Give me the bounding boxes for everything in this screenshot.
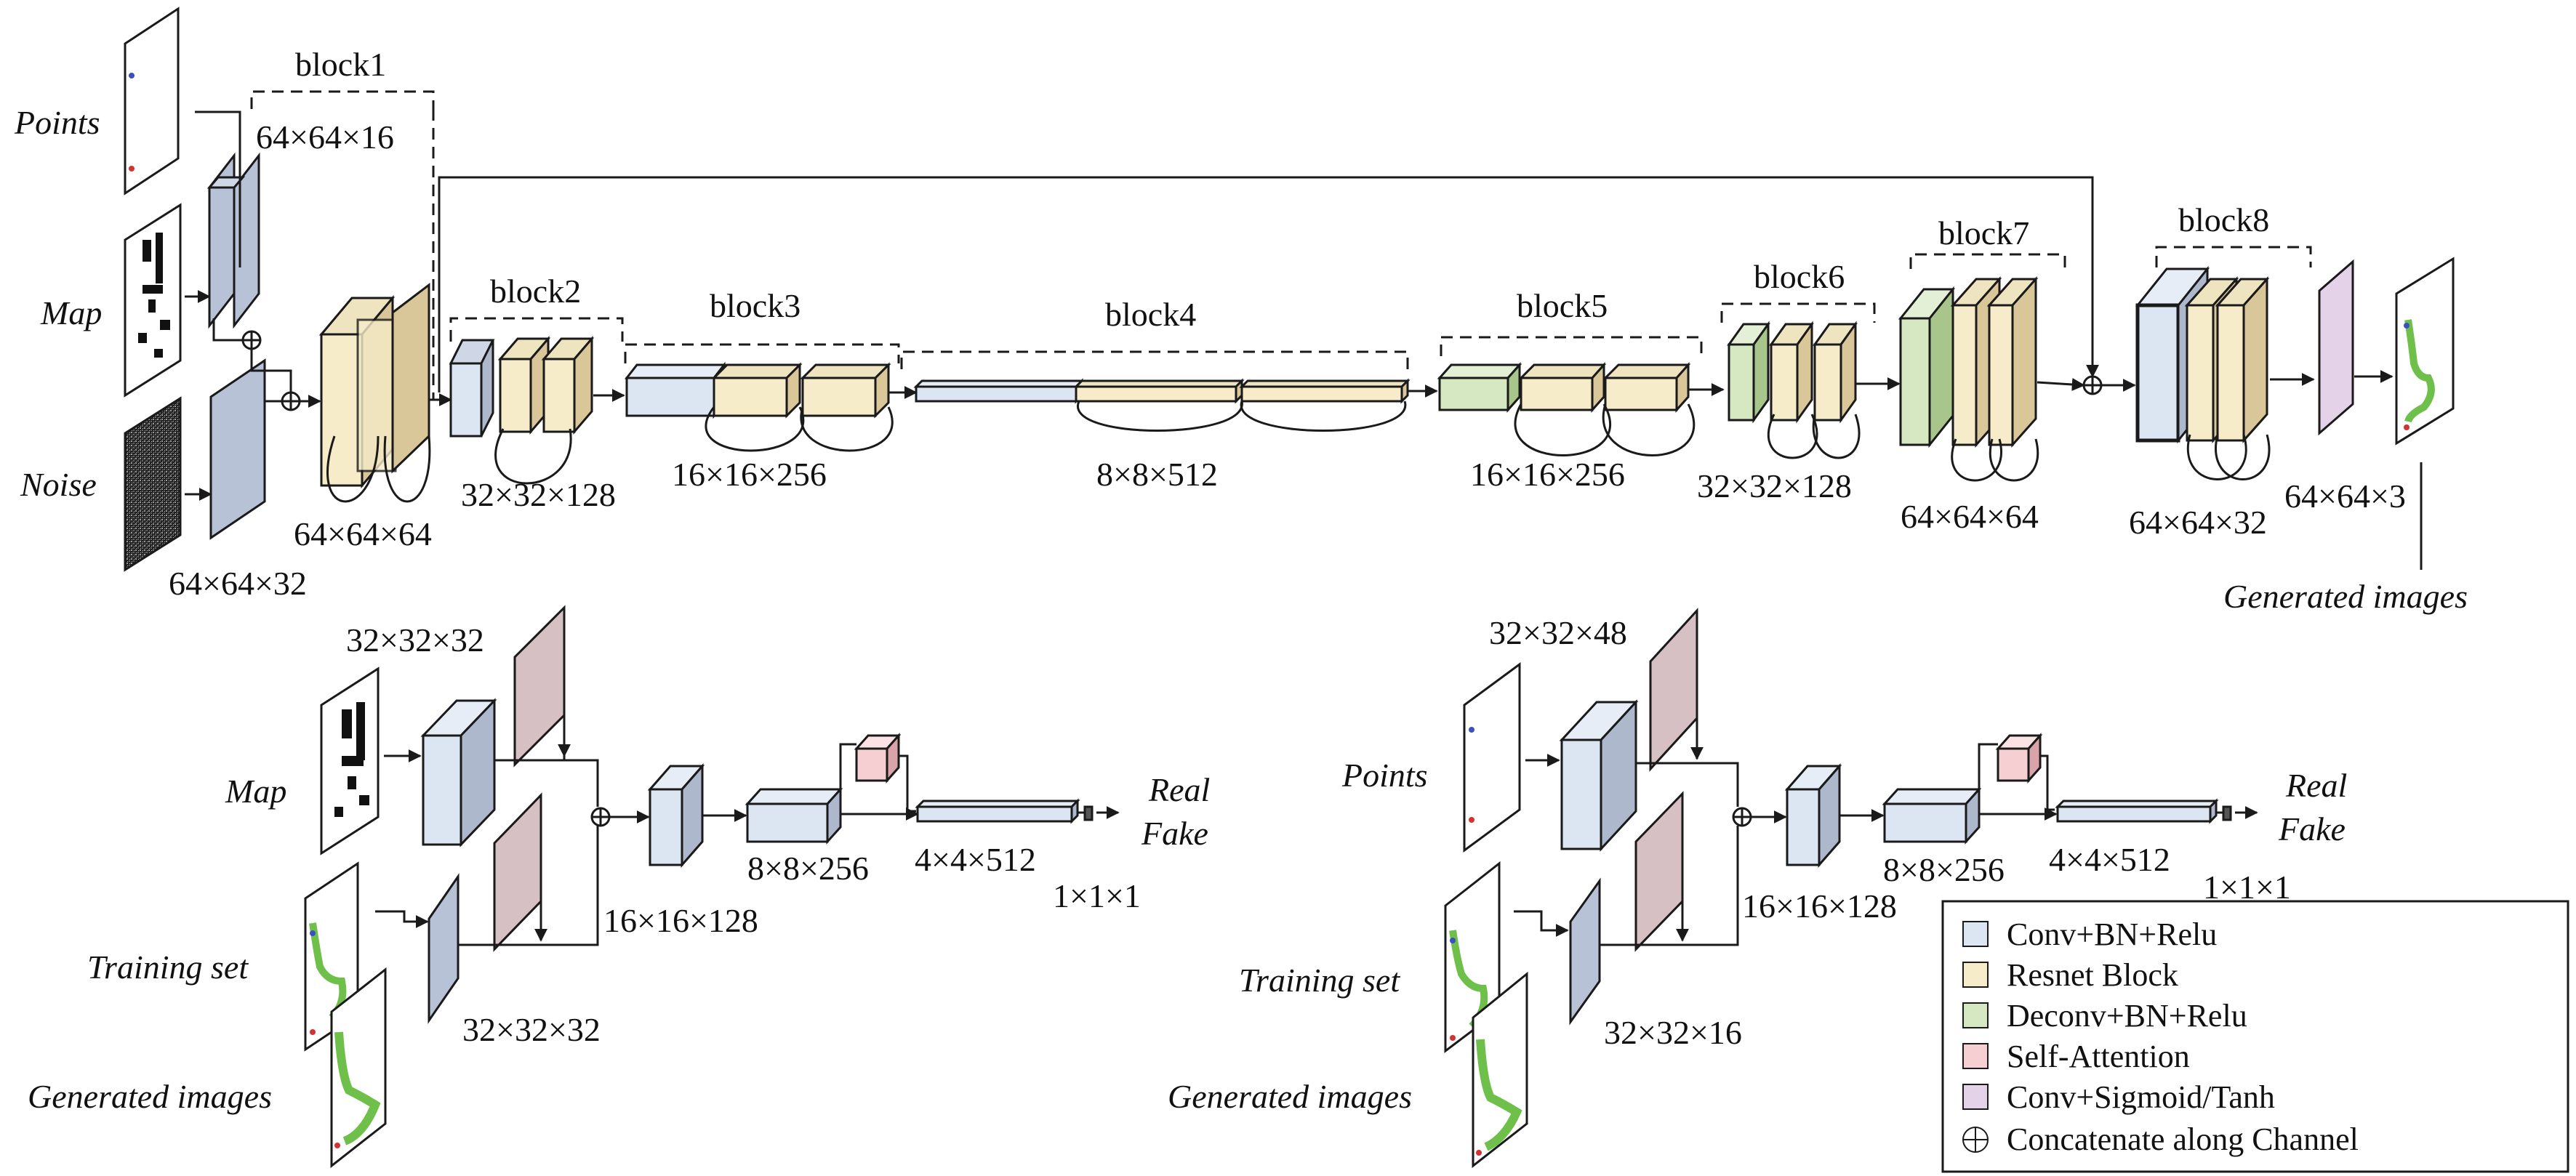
dr-concat-symbol <box>1732 807 1752 827</box>
dr-generated-thumb <box>1472 971 1528 1169</box>
dr-dim-d3: 4×4×512 <box>2049 841 2170 878</box>
generator-network <box>124 7 2455 572</box>
dr-dim-mid: 16×16×128 <box>1742 887 1897 925</box>
block1-label: block1 <box>295 46 386 83</box>
dl-concat-symbol <box>590 807 611 827</box>
dim-b2: 32×32×128 <box>461 476 616 513</box>
dr-training-label: Training set <box>1239 962 1400 999</box>
dl-map-label: Map <box>225 773 286 810</box>
block4 <box>900 350 1438 432</box>
block1-resnet <box>318 282 430 489</box>
block7-label: block7 <box>1938 214 2029 251</box>
discriminator-right <box>1444 608 2258 1169</box>
map-input-thumb <box>124 203 182 398</box>
dl-dim-d4: 1×1×1 <box>1053 877 1141 914</box>
dim-b8: 64×64×32 <box>2129 504 2267 541</box>
dim-out: 64×64×3 <box>2284 478 2406 515</box>
dim-b3: 16×16×256 <box>672 456 827 493</box>
dr-fake-label: Fake <box>2278 810 2346 847</box>
dl-dim-top: 32×32×32 <box>346 621 484 659</box>
block3 <box>624 343 918 452</box>
concat-symbol-3 <box>2082 375 2103 395</box>
dr-real-label: Real <box>2285 767 2347 804</box>
block4-label: block4 <box>1105 296 1196 333</box>
block3-label: block3 <box>710 287 801 324</box>
generated-output-thumb <box>2395 257 2455 446</box>
dl-real-label: Real <box>1148 771 1210 808</box>
concat-symbol-2 <box>281 391 301 411</box>
generated-images-label: Generated images <box>2223 578 2468 615</box>
legend-concat-icon <box>1962 1127 1989 1153</box>
dr-points-thumb <box>1463 662 1521 853</box>
gen-map-label: Map <box>40 294 102 331</box>
block1-input-conv-layers <box>206 152 260 329</box>
output-sigmoid-layer <box>2318 259 2394 436</box>
gen-points-label: Points <box>14 104 100 141</box>
legend-swatch-resnet <box>1962 962 1989 988</box>
gen-noise-label: Noise <box>20 466 97 503</box>
dim-b1-top: 64×64×16 <box>256 118 394 156</box>
noise-input-thumb <box>124 396 182 572</box>
dr-points-label: Points <box>1341 757 1428 794</box>
discriminator-left <box>304 605 1120 1169</box>
dr-dim-top: 32×32×48 <box>1489 614 1627 651</box>
block6-label: block6 <box>1754 258 1845 295</box>
block6 <box>1720 302 1901 459</box>
legend-swatch-attention <box>1962 1043 1989 1069</box>
legend-box: Conv+BN+Relu Resnet Block Deconv+BN+Relu… <box>1941 900 2569 1173</box>
dr-dim-d4: 1×1×1 <box>2203 869 2291 906</box>
dr-dim-d2: 8×8×256 <box>1883 851 2005 888</box>
dl-dim-d2: 8×8×256 <box>747 850 869 887</box>
block5-label: block5 <box>1517 287 1608 324</box>
block2 <box>449 317 625 485</box>
points-input-thumb <box>124 7 180 196</box>
dim-b6: 32×32×128 <box>1697 467 1852 504</box>
dl-training-label: Training set <box>87 949 249 986</box>
dl-generated-label: Generated images <box>28 1078 272 1115</box>
block2-label: block2 <box>490 273 581 310</box>
dl-dim-mid: 16×16×128 <box>603 902 758 939</box>
dl-fake-label: Fake <box>1141 815 1208 852</box>
legend-label-resnet: Resnet Block <box>2007 957 2178 993</box>
dim-noise-conv: 64×64×32 <box>169 565 307 602</box>
legend-label-concat: Concatenate along Channel <box>2007 1121 2359 1157</box>
dl-generated-thumb <box>330 967 387 1169</box>
dim-b5: 16×16×256 <box>1470 456 1625 493</box>
dim-b1-out: 64×64×64 <box>294 515 432 552</box>
dr-generated-label: Generated images <box>1168 1078 1412 1115</box>
dl-dim-d3: 4×4×512 <box>915 841 1036 878</box>
legend-swatch-sigmoid <box>1962 1084 1989 1110</box>
dl-dim-bottom: 32×32×32 <box>462 1011 601 1048</box>
block5 <box>1437 336 1725 456</box>
legend-label-sigmoid: Conv+Sigmoid/Tanh <box>2007 1079 2275 1115</box>
block7 <box>1898 253 2085 482</box>
dim-b4: 8×8×512 <box>1096 456 1218 493</box>
legend-label-conv: Conv+BN+Relu <box>2007 917 2217 952</box>
block8 <box>2135 246 2315 480</box>
block8-label: block8 <box>2178 201 2269 238</box>
concat-symbol-1 <box>241 330 262 350</box>
legend-swatch-deconv <box>1962 1002 1989 1028</box>
dim-b7: 64×64×64 <box>1901 498 2039 535</box>
legend-swatch-conv <box>1962 921 1989 947</box>
noise-conv-layer <box>209 358 266 540</box>
dr-dim-bottom: 32×32×16 <box>1604 1014 1742 1051</box>
dl-map-thumb <box>320 666 380 855</box>
legend-label-deconv: Deconv+BN+Relu <box>2007 998 2247 1034</box>
legend-label-attention: Self-Attention <box>2007 1039 2190 1074</box>
